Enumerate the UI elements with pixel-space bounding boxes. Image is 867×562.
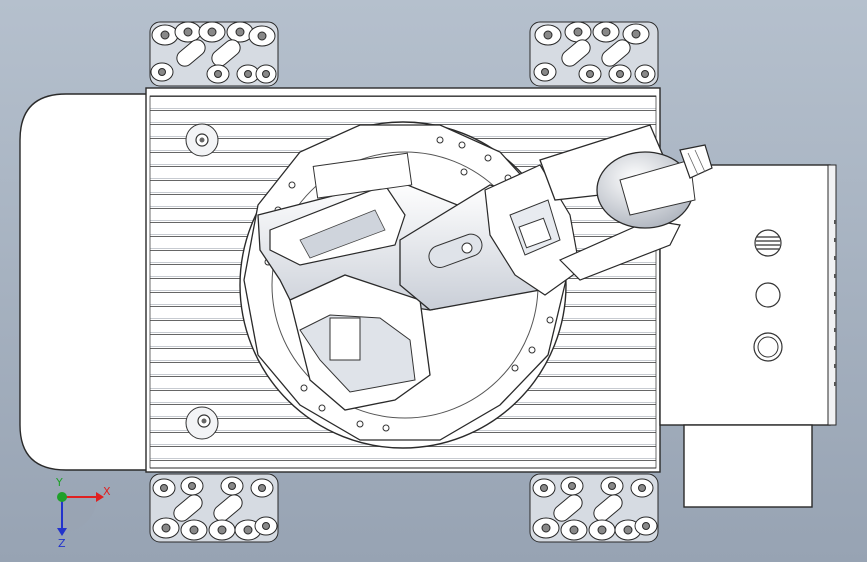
mecanum-wheel-bottom-right bbox=[529, 473, 659, 543]
x-axis-label: X bbox=[103, 485, 111, 498]
vent-grille bbox=[754, 229, 782, 257]
axis-triad[interactable]: X Y Z bbox=[55, 476, 111, 550]
mecanum-wheel-top-left bbox=[149, 21, 279, 87]
z-axis-label: Z bbox=[58, 537, 66, 550]
port-hole-upper bbox=[755, 282, 781, 308]
y-axis-label: Y bbox=[55, 476, 63, 489]
arm-wrist-gripper bbox=[539, 124, 713, 281]
x-axis-arrow bbox=[96, 492, 104, 502]
chassis-bolt-top bbox=[185, 123, 219, 157]
left-end-housing bbox=[19, 93, 151, 471]
port-hole-lower bbox=[753, 332, 783, 362]
triad-quadrant bbox=[62, 497, 97, 532]
chassis-bolt-bottom bbox=[185, 406, 219, 440]
y-axis-dot bbox=[57, 492, 67, 502]
z-axis-arrow bbox=[57, 528, 67, 536]
mecanum-wheel-top-right bbox=[529, 21, 659, 87]
mecanum-wheel-bottom-left bbox=[149, 473, 279, 543]
electronics-box bbox=[659, 164, 837, 508]
